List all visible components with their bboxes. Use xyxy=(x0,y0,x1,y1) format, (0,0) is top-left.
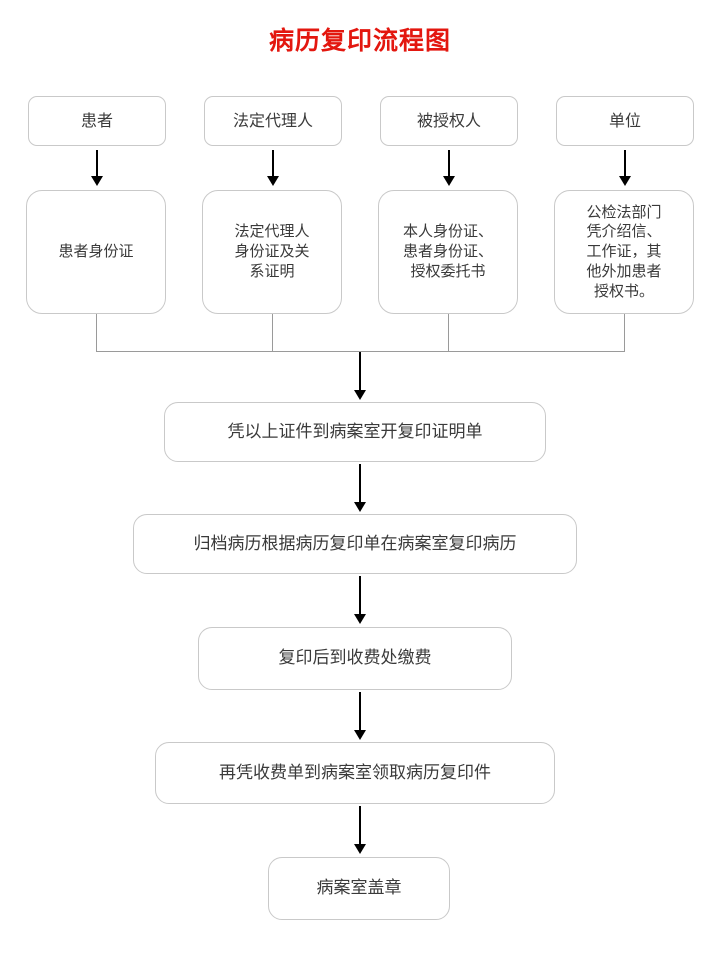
merge-bar xyxy=(96,351,625,352)
role-box-patient[interactable]: 患者 xyxy=(28,96,166,146)
arrow-step4-to-step5 xyxy=(353,806,367,854)
role-box-legal-agent[interactable]: 法定代理人 xyxy=(204,96,342,146)
document-box-organization-id[interactable]: 公检法部门 凭介绍信、 工作证，其 他外加患者 授权书。 xyxy=(554,190,694,314)
role-box-organization[interactable]: 单位 xyxy=(556,96,694,146)
arrow-step3-to-step4 xyxy=(353,692,367,740)
arrow-role-to-doc-4 xyxy=(618,150,632,186)
document-box-legal-agent-id[interactable]: 法定代理人 身份证及关 系证明 xyxy=(202,190,342,314)
arrow-role-to-doc-1 xyxy=(90,150,104,186)
arrow-merge-to-step-1 xyxy=(353,352,367,400)
merge-stem-3 xyxy=(448,314,449,352)
step-box-pay-at-cashier[interactable]: 复印后到收费处缴费 xyxy=(198,627,512,690)
document-box-authorized-person-id[interactable]: 本人身份证、 患者身份证、 授权委托书 xyxy=(378,190,518,314)
step-box-copy-archived-records[interactable]: 归档病历根据病历复印单在病案室复印病历 xyxy=(133,514,577,574)
step-box-collect-copies[interactable]: 再凭收费单到病案室领取病历复印件 xyxy=(155,742,555,804)
arrow-role-to-doc-2 xyxy=(266,150,280,186)
step-box-medical-records-seal[interactable]: 病案室盖章 xyxy=(268,857,450,920)
merge-stem-2 xyxy=(272,314,273,352)
role-box-authorized-person[interactable]: 被授权人 xyxy=(380,96,518,146)
arrow-step1-to-step2 xyxy=(353,464,367,512)
arrow-role-to-doc-3 xyxy=(442,150,456,186)
page-title: 病历复印流程图 xyxy=(268,26,451,55)
merge-stem-4 xyxy=(624,314,625,352)
merge-stem-1 xyxy=(96,314,97,352)
arrow-step2-to-step3 xyxy=(353,576,367,624)
step-box-issue-copy-certificate[interactable]: 凭以上证件到病案室开复印证明单 xyxy=(164,402,546,462)
document-box-patient-id[interactable]: 患者身份证 xyxy=(26,190,166,314)
